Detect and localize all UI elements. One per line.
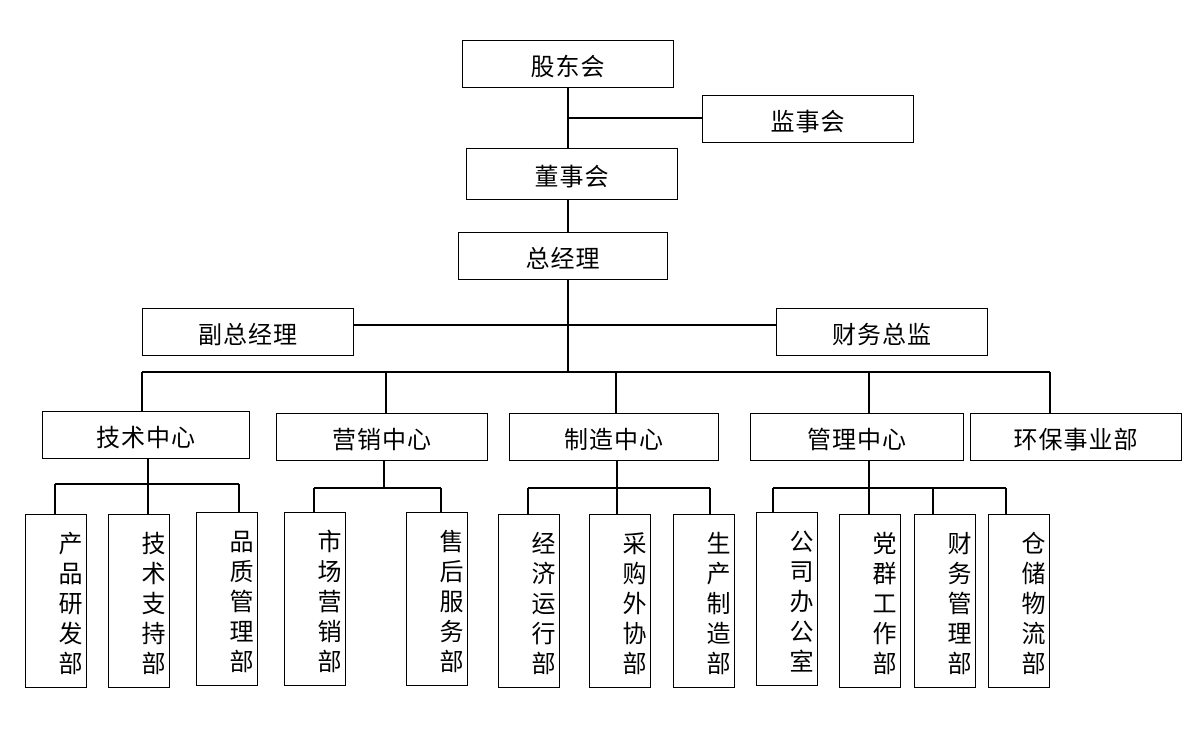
node-procurement: 采购外协部 [589, 514, 651, 688]
node-tech-center: 技术中心 [42, 411, 250, 459]
node-env-division: 环保事业部 [970, 413, 1182, 461]
node-econ-ops: 经济运行部 [498, 514, 560, 688]
node-supervisory-board: 监事会 [702, 95, 914, 143]
node-production: 生产制造部 [673, 514, 735, 688]
node-tech-support: 技术支持部 [108, 514, 170, 688]
node-after-sales: 售后服务部 [406, 512, 468, 686]
node-marketing-dept: 市场营销部 [284, 512, 346, 686]
node-product-rd: 产品研发部 [25, 514, 87, 688]
node-logistics: 仓储物流部 [988, 514, 1050, 688]
node-management-center: 管理中心 [750, 413, 964, 461]
node-finance-dept: 财务管理部 [914, 514, 976, 688]
node-office: 公司办公室 [756, 512, 818, 686]
node-general-manager: 总经理 [458, 232, 668, 280]
node-party-affairs: 党群工作部 [839, 514, 901, 688]
node-deputy-gm: 副总经理 [142, 308, 354, 356]
node-marketing-center: 营销中心 [276, 413, 488, 461]
node-shareholders: 股东会 [462, 40, 674, 88]
node-quality-mgmt: 品质管理部 [196, 512, 258, 686]
node-manufacturing-center: 制造中心 [509, 413, 719, 461]
node-board: 董事会 [466, 148, 678, 200]
node-cfo: 财务总监 [776, 308, 988, 356]
